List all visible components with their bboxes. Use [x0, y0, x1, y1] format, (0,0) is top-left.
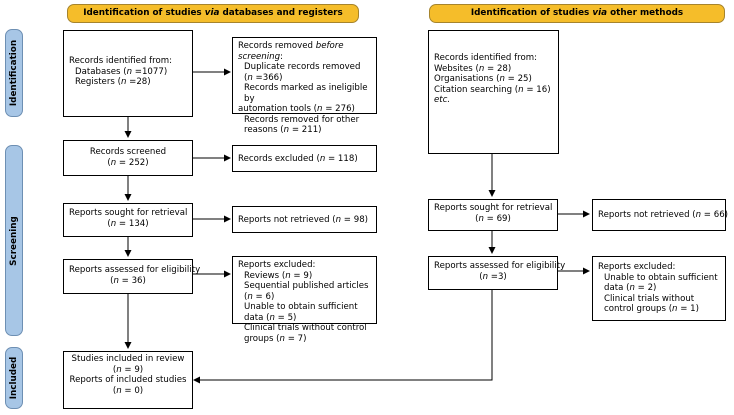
phase-screening: Screening: [5, 145, 23, 336]
reports-assessed-box: Reports assessed for eligibility (n = 36…: [63, 259, 200, 294]
other-reports-excluded-box: Reports excluded: Unable to obtain suffi…: [592, 256, 726, 321]
reports-not-retrieved-box: Reports not retrieved (n = 98): [232, 206, 377, 233]
reports-sought-box: Reports sought for retrieval (n = 134): [63, 203, 193, 237]
studies-included-box: Studies included in review (n = 9) Repor…: [63, 351, 193, 409]
records-removed-box: Records removed before screening: Duplic…: [232, 37, 377, 135]
header-other-methods: Identification of studies via other meth…: [429, 4, 725, 23]
header-databases-registers: Identification of studies via databases …: [67, 4, 359, 23]
other-reports-sought-box: Reports sought for retrieval (n = 69): [428, 199, 558, 231]
reports-excluded-box: Reports excluded: Reviews (n = 9) Sequen…: [232, 256, 377, 344]
phase-included: Included: [5, 347, 23, 409]
phase-identification: Identification: [5, 29, 23, 117]
other-reports-assessed-box: Reports assessed for eligibility (n =3): [428, 256, 565, 290]
other-records-identified-box: Records identified from: Websites (n = 2…: [428, 30, 559, 154]
records-excluded-box: Records excluded (n = 118): [232, 145, 377, 172]
other-reports-not-retrieved-box: Reports not retrieved (n = 66): [592, 199, 728, 231]
arrow-other-assessed-to-included: [193, 290, 493, 384]
records-identified-box: Records identified from: Databases (n =1…: [63, 30, 193, 117]
records-screened-box: Records screened (n = 252): [63, 140, 193, 176]
